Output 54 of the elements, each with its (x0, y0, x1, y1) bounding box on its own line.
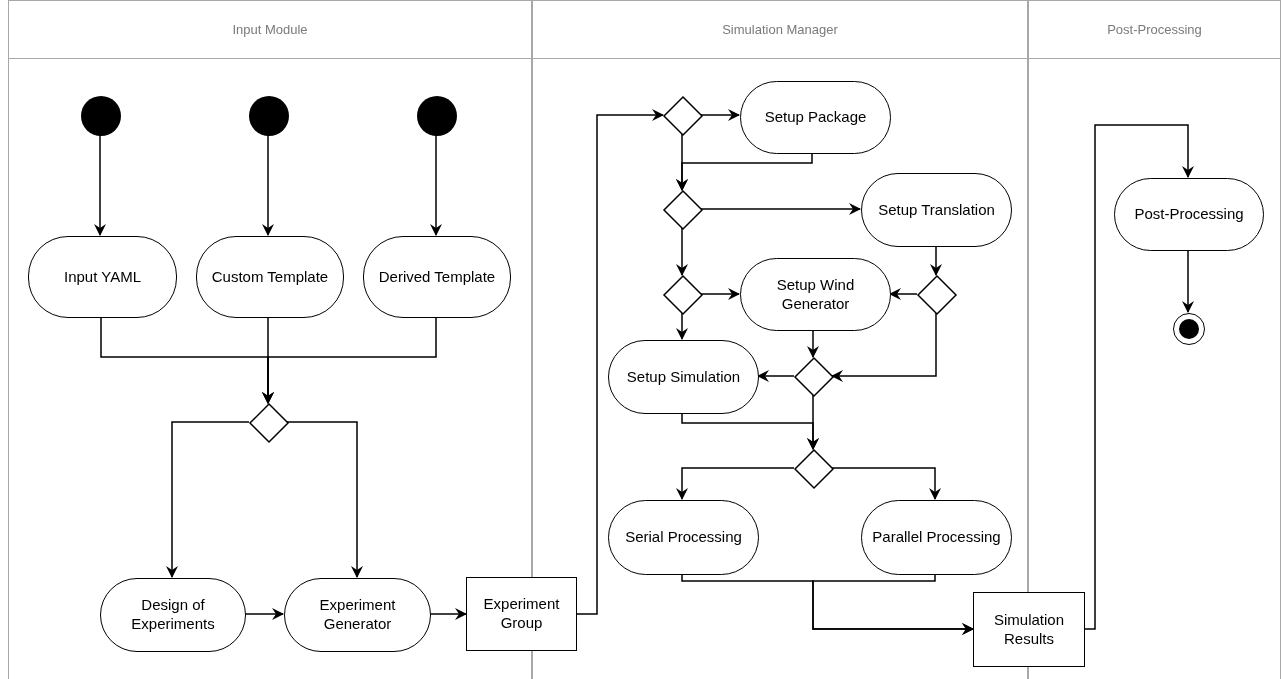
arrow (94, 134, 106, 236)
arrow (286, 421, 363, 578)
lane-title: Post-Processing (1107, 22, 1202, 37)
arrow (831, 312, 937, 382)
object-box: Simulation Results (973, 592, 1085, 667)
arrow (1084, 124, 1194, 630)
arrow (262, 316, 437, 404)
arrow (676, 312, 688, 340)
arrow (812, 573, 974, 635)
activity-box: Serial Processing (608, 500, 759, 575)
activity-box: Setup Translation (861, 173, 1012, 247)
decision-diamond (664, 191, 702, 229)
object-box: Experiment Group (466, 577, 577, 651)
arrow (757, 370, 795, 382)
initial-node (81, 96, 121, 136)
activity-box: Post-Processing (1114, 178, 1264, 251)
arrow (430, 134, 442, 236)
activity-box: Input YAML (28, 236, 177, 318)
arrow (166, 421, 250, 578)
activity-box: Setup Package (740, 81, 891, 154)
decision-diamond (250, 404, 288, 442)
arrow (930, 245, 942, 276)
arrow (576, 109, 664, 615)
activity-box: Derived Template (363, 236, 511, 318)
initial-node (417, 96, 457, 136)
arrow (262, 134, 274, 236)
arrow (429, 608, 467, 620)
activity-box: Experiment Generator (284, 578, 431, 652)
arrow (700, 203, 861, 215)
activity-box: Design of Experiments (100, 578, 246, 652)
initial-node (249, 96, 289, 136)
decision-diamond (795, 450, 833, 488)
arrow (831, 467, 941, 500)
activity-box: Custom Template (196, 236, 344, 318)
decision-diamond (664, 276, 702, 314)
lane-title: Input Module (232, 22, 308, 37)
arrow (807, 329, 819, 358)
arrow (889, 288, 918, 300)
lane-title: Simulation Manager (722, 22, 838, 37)
arrow (676, 227, 688, 276)
decision-diamond (795, 358, 833, 396)
arrow (676, 152, 813, 191)
activity-box: Setup Simulation (608, 340, 759, 414)
arrow (700, 109, 740, 121)
final-node (1173, 313, 1205, 345)
arrow (1182, 249, 1194, 313)
activity-box: Setup Wind Generator (740, 258, 891, 331)
activity-box: Parallel Processing (861, 500, 1012, 575)
arrow (244, 608, 284, 620)
decision-diamond (664, 97, 702, 135)
arrow (700, 288, 740, 300)
decision-diamond (918, 276, 956, 314)
arrow (681, 412, 819, 450)
arrow (676, 467, 795, 500)
